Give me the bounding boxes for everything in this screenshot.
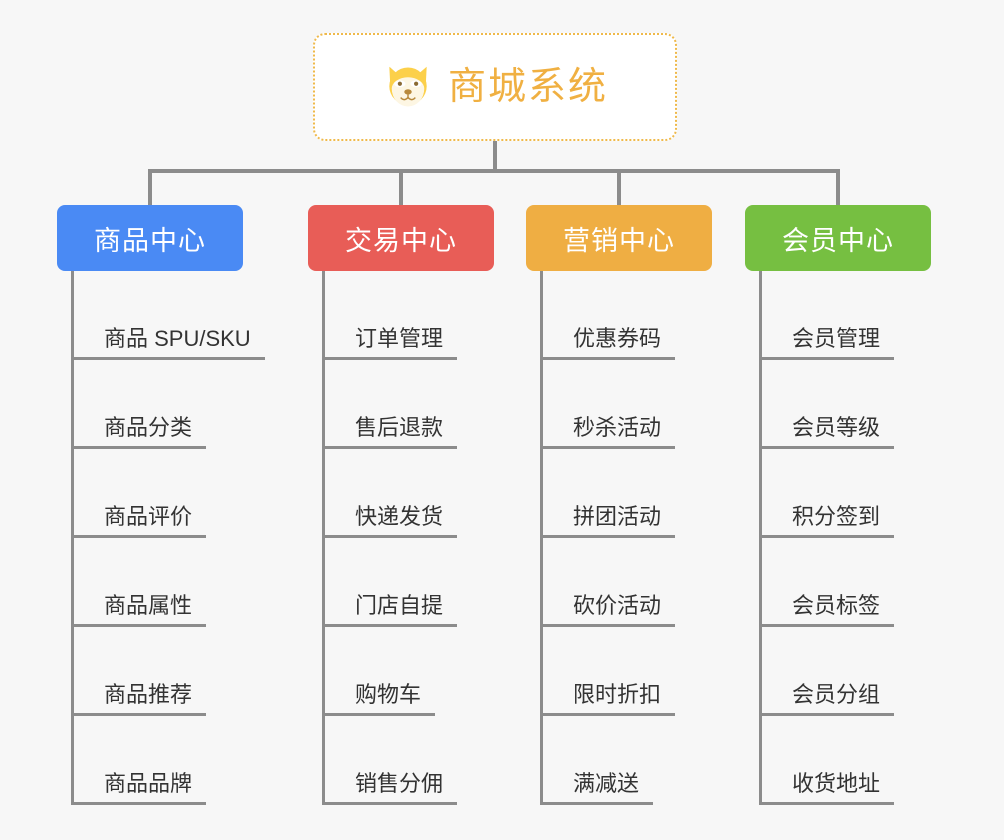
root-title: 商城系统 xyxy=(447,66,608,108)
connector-drop-2 xyxy=(399,169,403,205)
list-item[interactable]: 会员标签 xyxy=(762,538,985,627)
leaf-label: 满减送 xyxy=(543,771,654,805)
branch-column-marketing-center: 营销中心 优惠券码 秒杀活动 拼团活动 砍价活动 限时折扣 满减送 xyxy=(526,205,766,805)
list-item[interactable]: 商品分类 xyxy=(74,360,297,449)
connector-root-stem xyxy=(493,141,497,171)
branch-spine-marketing-center: 优惠券码 秒杀活动 拼团活动 砍价活动 限时折扣 满减送 xyxy=(540,271,766,805)
category-label: 会员中心 xyxy=(782,225,894,256)
branch-spine-product-center: 商品 SPU/SKU 商品分类 商品评价 商品属性 商品推荐 商品品牌 xyxy=(71,271,297,805)
list-item[interactable]: 商品评价 xyxy=(74,449,297,538)
leaf-label: 优惠券码 xyxy=(543,326,676,360)
list-item[interactable]: 收货地址 xyxy=(762,716,985,805)
shiba-dog-icon xyxy=(389,66,427,107)
list-item[interactable]: 秒杀活动 xyxy=(543,360,766,449)
connector-drop-1 xyxy=(148,169,152,205)
leaf-label: 商品分类 xyxy=(74,415,207,449)
category-label: 商品中心 xyxy=(94,225,206,256)
connector-drop-4 xyxy=(836,169,840,205)
leaf-label: 限时折扣 xyxy=(543,682,676,716)
branch-spine-member-center: 会员管理 会员等级 积分签到 会员标签 会员分组 收货地址 xyxy=(759,271,985,805)
list-item[interactable]: 快递发货 xyxy=(325,449,548,538)
leaf-label: 商品推荐 xyxy=(74,682,207,716)
list-item[interactable]: 会员分组 xyxy=(762,627,985,716)
list-item[interactable]: 优惠券码 xyxy=(543,271,766,360)
leaf-label: 会员等级 xyxy=(762,415,895,449)
branch-column-product-center: 商品中心 商品 SPU/SKU 商品分类 商品评价 商品属性 商品推荐 商品品牌 xyxy=(57,205,297,805)
leaf-label: 商品 SPU/SKU xyxy=(74,326,265,360)
leaf-label: 售后退款 xyxy=(325,415,458,449)
list-item[interactable]: 销售分佣 xyxy=(325,716,548,805)
leaf-label: 门店自提 xyxy=(325,593,458,627)
leaf-label: 会员管理 xyxy=(762,326,895,360)
list-item[interactable]: 购物车 xyxy=(325,627,548,716)
branch-column-trade-center: 交易中心 订单管理 售后退款 快递发货 门店自提 购物车 销售分佣 xyxy=(308,205,548,805)
list-item[interactable]: 商品品牌 xyxy=(74,716,297,805)
leaf-label: 商品品牌 xyxy=(74,771,207,805)
category-header-product-center[interactable]: 商品中心 xyxy=(57,205,243,271)
list-item[interactable]: 售后退款 xyxy=(325,360,548,449)
leaf-label: 收货地址 xyxy=(762,771,895,805)
leaf-label: 销售分佣 xyxy=(325,771,458,805)
leaf-label: 会员分组 xyxy=(762,682,895,716)
leaf-label: 商品属性 xyxy=(74,593,207,627)
list-item[interactable]: 限时折扣 xyxy=(543,627,766,716)
list-item[interactable]: 满减送 xyxy=(543,716,766,805)
connector-drop-3 xyxy=(617,169,621,205)
leaf-label: 砍价活动 xyxy=(543,593,676,627)
list-item[interactable]: 商品属性 xyxy=(74,538,297,627)
leaf-label: 购物车 xyxy=(325,682,436,716)
connector-horizontal-bus xyxy=(148,169,838,173)
leaf-label: 商品评价 xyxy=(74,504,207,538)
leaf-label: 会员标签 xyxy=(762,593,895,627)
list-item[interactable]: 砍价活动 xyxy=(543,538,766,627)
leaf-label: 拼团活动 xyxy=(543,504,676,538)
list-item[interactable]: 会员管理 xyxy=(762,271,985,360)
category-header-trade-center[interactable]: 交易中心 xyxy=(308,205,494,271)
leaf-label: 积分签到 xyxy=(762,504,895,538)
leaf-label: 快递发货 xyxy=(325,504,458,538)
branch-column-member-center: 会员中心 会员管理 会员等级 积分签到 会员标签 会员分组 收货地址 xyxy=(745,205,985,805)
leaf-label: 订单管理 xyxy=(325,326,458,360)
list-item[interactable]: 积分签到 xyxy=(762,449,985,538)
leaf-label: 秒杀活动 xyxy=(543,415,676,449)
branch-spine-trade-center: 订单管理 售后退款 快递发货 门店自提 购物车 销售分佣 xyxy=(322,271,548,805)
list-item[interactable]: 会员等级 xyxy=(762,360,985,449)
list-item[interactable]: 门店自提 xyxy=(325,538,548,627)
category-header-marketing-center[interactable]: 营销中心 xyxy=(526,205,712,271)
category-header-member-center[interactable]: 会员中心 xyxy=(745,205,931,271)
list-item[interactable]: 订单管理 xyxy=(325,271,548,360)
category-label: 交易中心 xyxy=(345,225,457,256)
category-label: 营销中心 xyxy=(563,225,675,256)
list-item[interactable]: 商品推荐 xyxy=(74,627,297,716)
list-item[interactable]: 拼团活动 xyxy=(543,449,766,538)
root-node[interactable]: 商城系统 xyxy=(313,33,677,141)
list-item[interactable]: 商品 SPU/SKU xyxy=(74,271,297,360)
